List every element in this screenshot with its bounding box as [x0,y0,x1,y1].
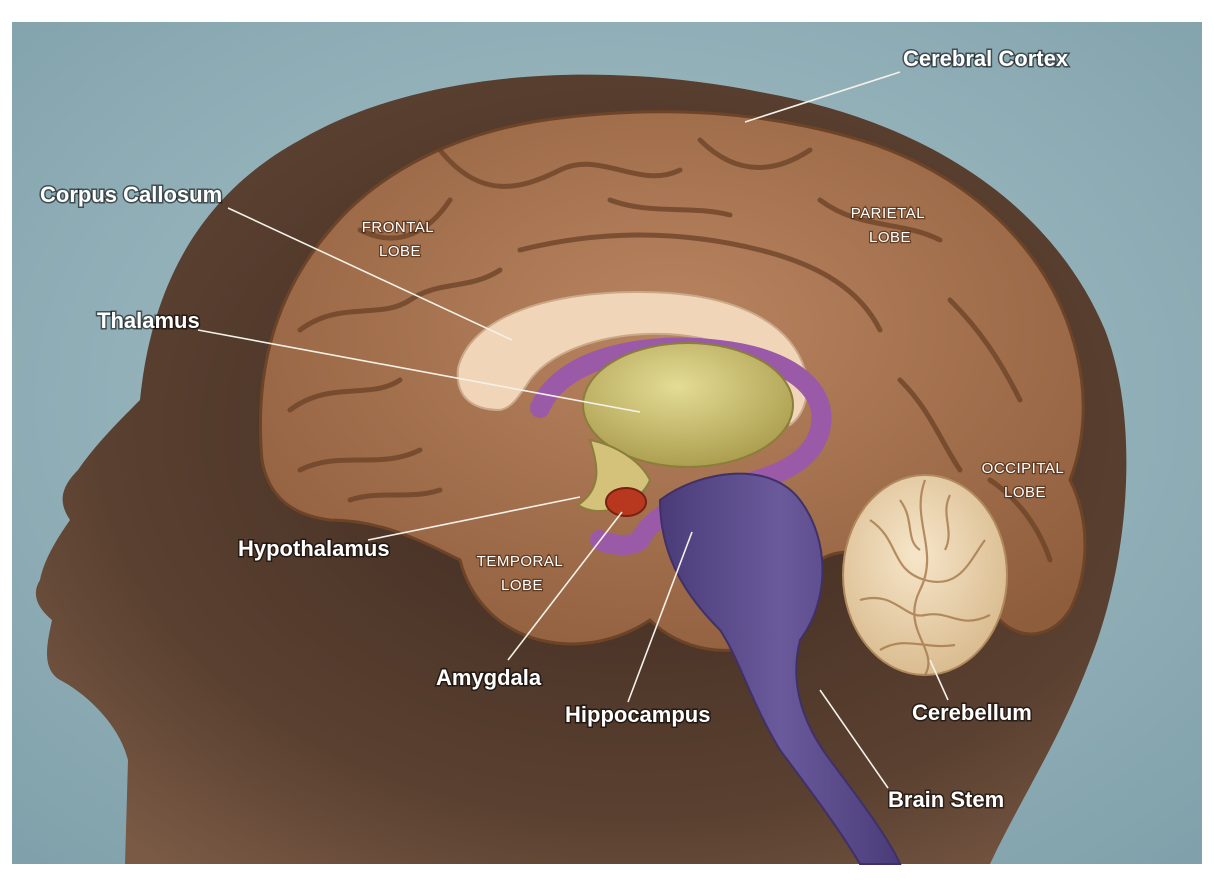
leader-thalamus [197,329,641,413]
amygdala [605,487,647,517]
leader-cerebellum [929,659,949,701]
region-occipital-lobe-line1: OCCIPITAL [982,460,1064,477]
leader-cerebral-cortex [744,71,901,123]
region-temporal-lobe-line1: TEMPORAL [477,553,563,570]
region-parietal-lobe: PARIETAL LOBE [851,205,929,246]
label-cerebellum: Cerebellum [912,700,1032,725]
region-frontal-lobe-line1: FRONTAL [362,219,434,236]
label-hypothalamus: Hypothalamus [238,536,390,561]
label-cerebral-cortex: Cerebral Cortex [903,46,1069,71]
region-parietal-lobe-line1: PARIETAL [851,205,925,222]
cortex-gyri [287,137,1053,563]
region-occipital-lobe-line2: LOBE [1004,484,1046,501]
leader-hippocampus [627,531,693,703]
region-parietal-lobe-line2: LOBE [869,229,911,246]
region-temporal-lobe: TEMPORAL LOBE [477,553,568,594]
cerebellum [842,474,1008,676]
region-frontal-lobe: FRONTAL LOBE [362,219,439,260]
region-temporal-lobe-line2: LOBE [501,577,543,594]
label-thalamus: Thalamus [97,308,200,333]
region-frontal-lobe-line2: LOBE [379,243,421,260]
leader-hypothalamus [367,496,581,541]
leader-lines [197,71,949,789]
leader-brain-stem [819,689,889,789]
leader-corpus-callosum [227,207,513,341]
label-corpus-callosum: Corpus Callosum [40,182,222,207]
region-occipital-lobe: OCCIPITAL LOBE [982,460,1069,501]
brain-stem [658,472,902,865]
label-amygdala: Amygdala [436,665,542,690]
leader-amygdala [507,511,623,661]
label-hippocampus: Hippocampus [565,702,710,727]
label-brain-stem: Brain Stem [888,787,1004,812]
thalamus [582,342,794,468]
